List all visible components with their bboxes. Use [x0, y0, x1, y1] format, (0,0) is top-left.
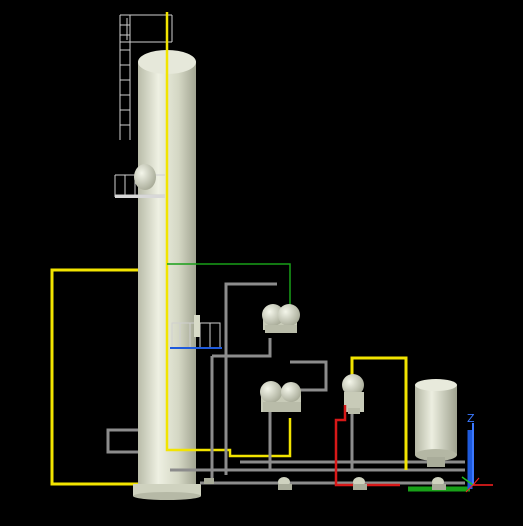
- column-nozzle: [194, 315, 200, 337]
- exchanger-pair-lower[interactable]: [260, 381, 301, 412]
- xyz-axis-triad-icon: Z: [461, 412, 493, 493]
- grey-pipe-left-bottom[interactable]: [106, 428, 138, 454]
- yellow-pipe-left-loop[interactable]: [50, 268, 138, 486]
- axis-z-label: Z: [467, 412, 475, 425]
- reflux-drum[interactable]: [342, 374, 364, 414]
- tower-ladder: [119, 14, 173, 140]
- red-pipe[interactable]: [334, 405, 400, 487]
- manway-nozzle: [134, 164, 156, 190]
- storage-tank[interactable]: [415, 379, 457, 467]
- condenser-pair-upper[interactable]: [262, 304, 300, 333]
- yellow-pipe-to-drum[interactable]: [350, 356, 408, 470]
- pumps-row[interactable]: [204, 477, 446, 490]
- green-line-overhead[interactable]: [167, 263, 291, 305]
- yellow-pipe-column-riser[interactable]: [165, 12, 292, 458]
